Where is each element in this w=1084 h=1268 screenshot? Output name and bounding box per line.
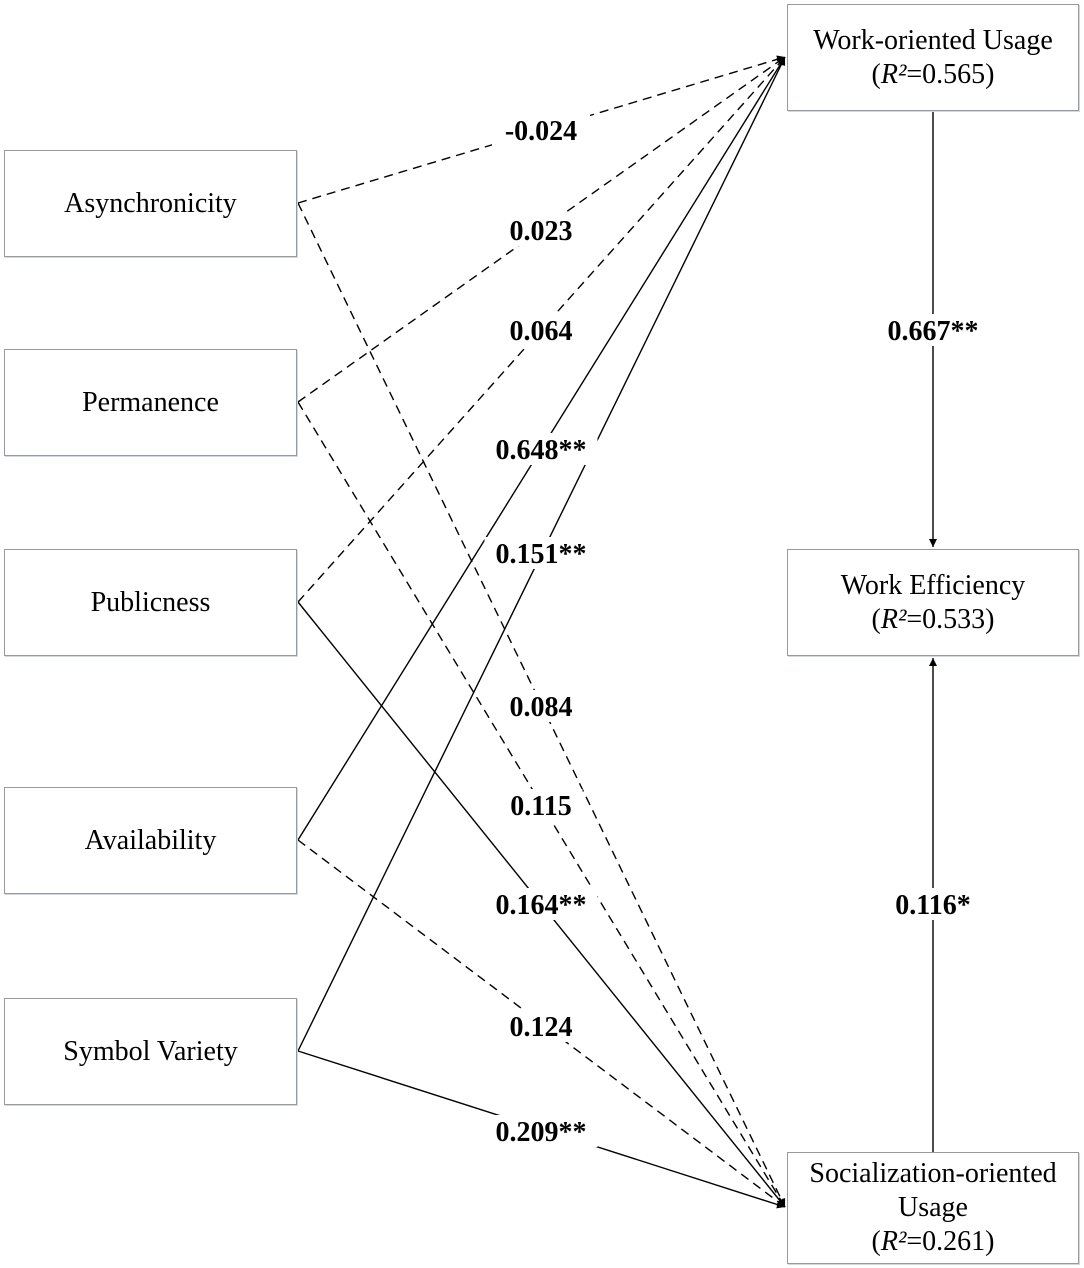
path-coefficient-sym-to-social_usage: 0.209** xyxy=(496,1117,587,1148)
r-squared: (R²=0.533) xyxy=(871,603,995,635)
coefficient-backdrop xyxy=(876,314,990,346)
path-coefficient-publ-to-work_usage: 0.064 xyxy=(510,316,573,347)
outcome-box-work-oriented-usage: Work-oriented Usage (R²=0.565) xyxy=(787,4,1079,111)
predictor-box-symbol-variety: Symbol Variety xyxy=(4,998,297,1105)
path-arrow-perm-to-work_usage xyxy=(297,56,786,403)
path-coefficient-work_usage-to-efficiency: 0.667** xyxy=(888,316,979,347)
coefficient-backdrop xyxy=(884,888,982,920)
outcome-box-socialization-oriented-usage: Socialization-oriented Usage (R²=0.261) xyxy=(787,1152,1079,1264)
predictor-label: Availability xyxy=(84,824,217,856)
r-squared-value: =0.565 xyxy=(906,58,986,90)
predictor-label: Symbol Variety xyxy=(63,1035,238,1067)
r-squared-symbol: R² xyxy=(880,603,907,635)
outcome-label-line1: Socialization-oriented xyxy=(809,1158,1057,1189)
path-coefficient-social_usage-to-efficiency: 0.116* xyxy=(895,890,970,921)
coefficient-backdrop xyxy=(492,114,590,146)
r-squared-symbol: R² xyxy=(880,58,907,90)
outcome-label-line2: Usage xyxy=(898,1192,968,1223)
path-coefficient-perm-to-social_usage: 0.115 xyxy=(510,791,571,822)
coefficient-backdrop xyxy=(499,314,583,346)
predictor-label: Permanence xyxy=(82,386,219,418)
path-coefficient-sym-to-work_usage: 0.151** xyxy=(496,539,587,570)
r-squared: (R²=0.565) xyxy=(871,58,995,90)
path-coefficient-async-to-social_usage: 0.084 xyxy=(510,692,573,723)
coefficient-backdrop xyxy=(499,690,583,722)
coefficient-backdrop xyxy=(499,214,583,246)
predictor-box-asynchronicity: Asynchronicity xyxy=(4,150,297,257)
predictor-box-publicness: Publicness xyxy=(4,549,297,656)
path-coefficient-publ-to-social_usage: 0.164** xyxy=(496,890,587,921)
path-arrow-async-to-work_usage xyxy=(297,55,786,204)
outcome-label: Work-oriented Usage xyxy=(813,24,1053,56)
path-coefficient-avail-to-work_usage: 0.648** xyxy=(496,435,587,466)
outcome-label: Work Efficiency xyxy=(840,569,1026,601)
coefficient-backdrop xyxy=(484,433,598,465)
predictor-label: Publicness xyxy=(90,586,211,618)
coefficient-backdrop xyxy=(484,888,598,920)
path-coefficient-avail-to-social_usage: 0.124 xyxy=(510,1012,573,1043)
path-coefficient-perm-to-work_usage: 0.023 xyxy=(510,216,573,247)
predictor-label: Asynchronicity xyxy=(64,187,237,219)
r-squared: (R²=0.261) xyxy=(871,1226,995,1257)
r-squared-value: =0.533 xyxy=(906,603,986,635)
r-squared-value: =0.261 xyxy=(906,1226,986,1257)
outcome-box-work-efficiency: Work Efficiency (R²=0.533) xyxy=(787,549,1079,656)
r-squared-symbol: R² xyxy=(880,1226,907,1257)
predictor-box-permanence: Permanence xyxy=(4,349,297,456)
coefficient-backdrop xyxy=(484,537,598,569)
coefficient-backdrop xyxy=(499,789,583,821)
path-coefficient-async-to-work_usage: -0.024 xyxy=(505,116,577,147)
predictor-box-availability: Availability xyxy=(4,787,297,894)
coefficient-backdrop xyxy=(499,1010,583,1042)
coefficient-backdrop xyxy=(484,1115,598,1147)
